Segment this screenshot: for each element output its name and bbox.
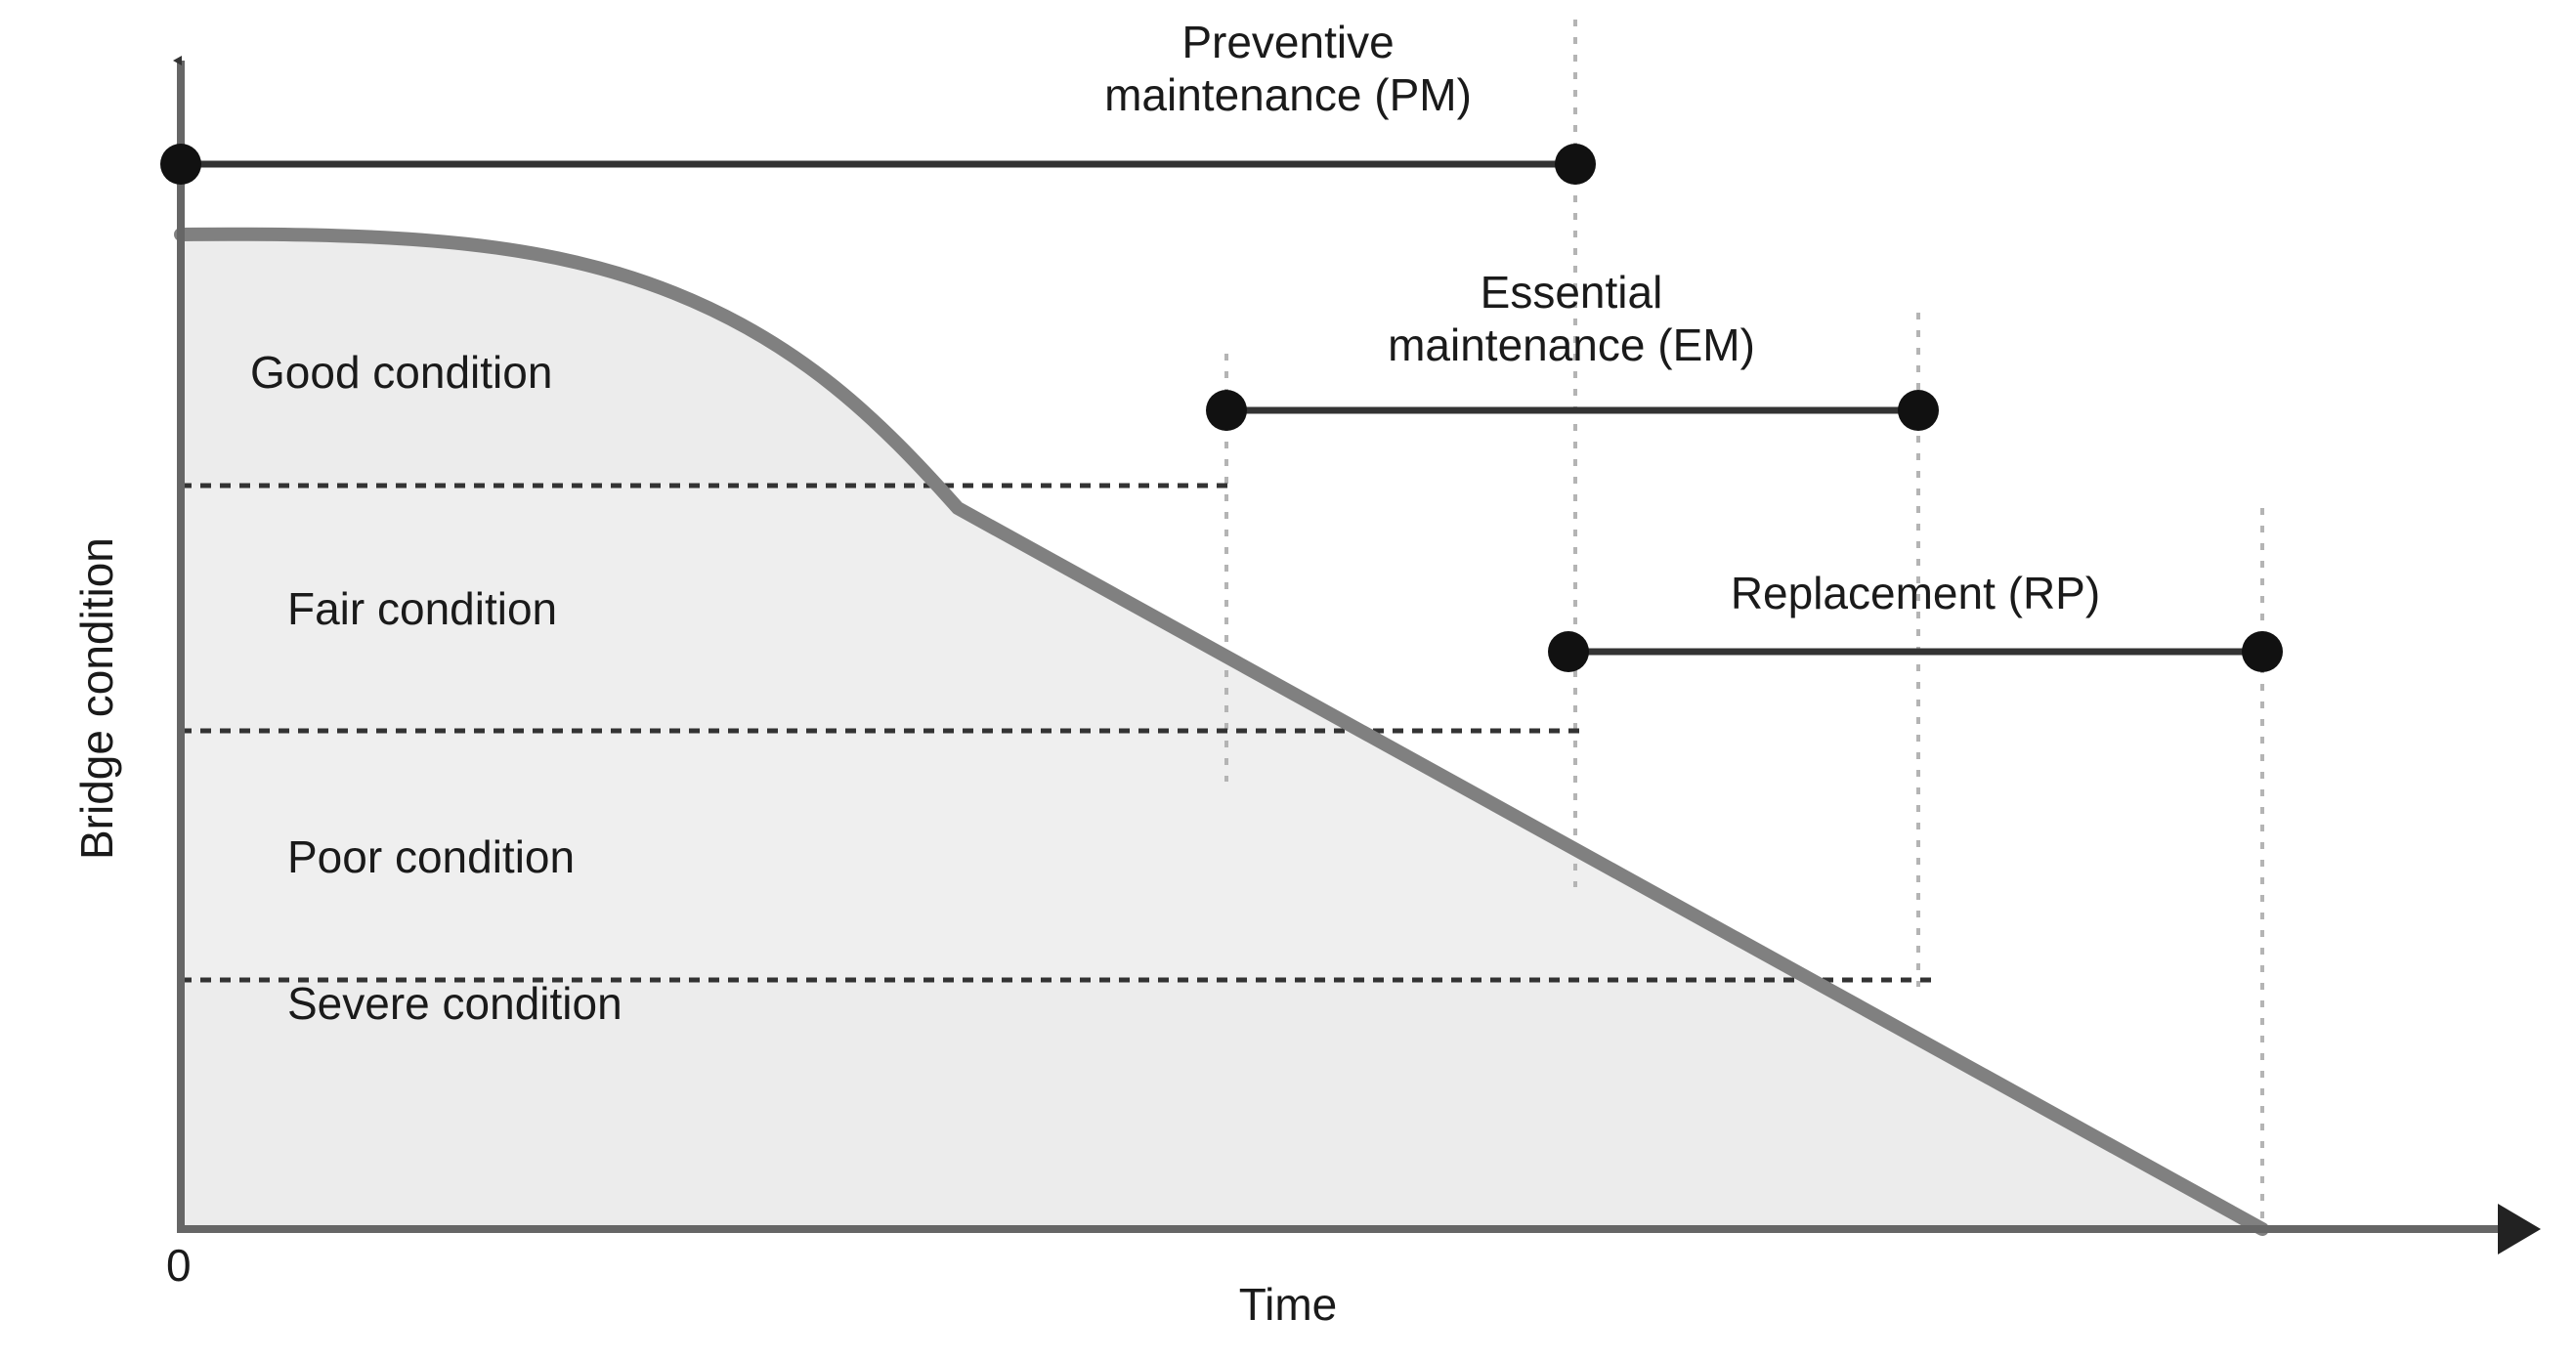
bracket-label-rp-line1: Replacement (RP) <box>1730 568 2101 618</box>
x-axis-title: Time <box>1238 1279 1338 1330</box>
em-end-marker <box>1898 390 1939 431</box>
rp-end-marker <box>2242 631 2283 672</box>
bracket-label-pm: Preventive maintenance (PM) <box>995 16 1581 122</box>
band-label-fair: Fair condition <box>287 583 558 634</box>
bracket-label-pm-line2: maintenance (PM) <box>1104 69 1472 121</box>
bracket-label-pm-line1: Preventive <box>1181 17 1395 67</box>
bracket-label-em: Essential maintenance (EM) <box>1278 266 1865 372</box>
rp-start-marker <box>1548 631 1589 672</box>
band-label-good: Good condition <box>250 347 553 398</box>
intervention-bracket-pm[interactable] <box>160 144 1596 185</box>
bracket-label-rp: Replacement (RP) <box>1622 567 2209 619</box>
bracket-label-em-line1: Essential <box>1480 267 1663 318</box>
pm-start-marker <box>160 144 201 185</box>
bracket-label-em-line2: maintenance (EM) <box>1388 319 1755 371</box>
intervention-bracket-rp[interactable] <box>1548 631 2283 672</box>
em-start-marker <box>1206 390 1247 431</box>
intervention-bracket-em[interactable] <box>1206 390 1939 431</box>
band-label-severe: Severe condition <box>287 978 623 1029</box>
x-axis-arrowhead <box>2498 1204 2541 1254</box>
origin-label: 0 <box>166 1240 192 1291</box>
band-label-poor: Poor condition <box>287 831 576 882</box>
pm-end-marker <box>1555 144 1596 185</box>
axes <box>173 56 2541 1254</box>
y-axis-title: Bridge condition <box>71 537 122 860</box>
deterioration-curve <box>174 227 2269 1236</box>
